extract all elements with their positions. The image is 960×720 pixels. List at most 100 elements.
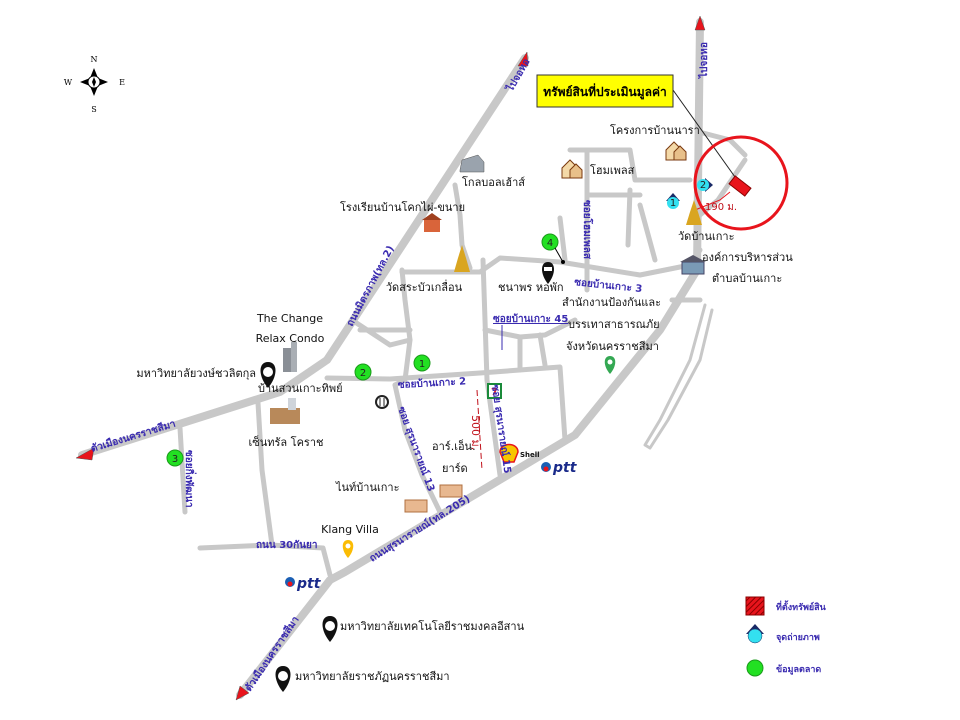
market-marker-number: 1 bbox=[419, 359, 425, 370]
road-label-soi-homeplace: ซอยโฮมเพลส bbox=[581, 200, 594, 260]
label-rn-yard-2: ยาร์ด bbox=[442, 462, 468, 475]
government-building-icon bbox=[680, 255, 706, 275]
temple-icon-srabua bbox=[454, 245, 470, 272]
photo-point-number: 2 bbox=[700, 180, 706, 191]
arrow-left bbox=[75, 447, 95, 461]
mall-building-icon bbox=[270, 398, 300, 424]
ptt-logo-icon-1 bbox=[541, 462, 551, 472]
arrow-bottom bbox=[235, 685, 250, 701]
photo-point-2: 2 bbox=[697, 178, 713, 192]
arrow-top-left bbox=[517, 51, 529, 67]
mittraphap-road bbox=[78, 54, 529, 459]
label-sao-line1: องค์การบริหารส่วน bbox=[702, 251, 793, 264]
market-marker-4: 4 bbox=[541, 233, 559, 251]
market-marker-number: 3 bbox=[172, 454, 178, 465]
road-label-soi-bankoh-45: ซอยบ้านเกาะ 45 bbox=[493, 313, 568, 325]
road-label-soi-bankoh-2: ซอยบ้านเกาะ 2 bbox=[398, 375, 467, 391]
label-sao-line2: ตำบลบ้านเกาะ bbox=[712, 272, 782, 285]
label-rmuti: มหาวิทยาลัยเทคโนโลยีราชมงคลอีสาน bbox=[340, 619, 525, 633]
ptt-label-2: ptt bbox=[296, 576, 322, 592]
label-the-change-1: The Change bbox=[256, 312, 323, 325]
svg-text:7: 7 bbox=[491, 387, 498, 398]
label-central: เซ็นทรัล โคราช bbox=[249, 435, 324, 449]
distance-arrow bbox=[694, 191, 731, 211]
market-marker-number: 4 bbox=[547, 238, 553, 249]
google-maps-pin-icon-disaster bbox=[604, 356, 616, 374]
warehouse-icon bbox=[459, 154, 485, 173]
houses-icon-homeplace bbox=[561, 159, 583, 179]
market-marker-3: 3 bbox=[166, 449, 184, 467]
label-baan-suan: บ้านสวนเกาะทิพย์ bbox=[258, 382, 343, 395]
distance-190: 190 ม. bbox=[705, 202, 737, 213]
road-label-soi-suranarai-13: ซอย สุรนารายณ์ 13 bbox=[395, 405, 437, 493]
callout-leader bbox=[672, 89, 741, 185]
compass-w: W bbox=[64, 78, 73, 87]
shell-label: Shell bbox=[520, 451, 540, 459]
legend-label-property: ที่ตั้งทรัพย์สิน bbox=[776, 600, 827, 613]
road-label-city-left: ตัวเมืองนครราชสีมา bbox=[89, 418, 177, 455]
hotel-pin-icon bbox=[542, 262, 554, 284]
label-global-house: โกลบอลเฮ้าส์ bbox=[462, 175, 525, 189]
market-marker-number: 2 bbox=[360, 368, 366, 379]
condo-building-icon bbox=[283, 342, 297, 372]
houses-icon-nara bbox=[665, 141, 687, 161]
label-home-place: โฮมเพลส bbox=[590, 163, 635, 177]
label-klang-villa: Klang Villa bbox=[321, 523, 379, 536]
road-label-30-kanya: ถนน 30กันยา bbox=[256, 539, 318, 551]
ptt-label-1: ptt bbox=[552, 460, 578, 476]
road-label-to-chokho-left: ไปจอหอ bbox=[503, 56, 533, 94]
arrow-top-right bbox=[694, 15, 706, 31]
label-nrru: มหาวิทยาลัยราชภัฏนครราชสีมา bbox=[295, 670, 450, 683]
google-maps-pin-icon-klang bbox=[342, 540, 354, 558]
distance-500: 500 ม. bbox=[469, 415, 482, 450]
legend-property-icon bbox=[745, 596, 765, 616]
legend-market-icon bbox=[746, 659, 764, 677]
market-icon-night-bankoh bbox=[404, 499, 428, 513]
property-marker bbox=[728, 175, 752, 197]
label-wat-srabua: วัดสระบัวเกลื่อน bbox=[386, 279, 463, 294]
legend: ที่ตั้งทรัพย์สิน จุดถ่ายภาพ ข้อมูลตลาด bbox=[745, 596, 827, 677]
road-label-city-bottom: ตัวเมืองนครราชสีมา bbox=[243, 614, 302, 694]
market-icon-rn-yard bbox=[439, 484, 463, 498]
compass-n: N bbox=[91, 55, 98, 64]
label-school: โรงเรียนบ้านโคกไผ่-ขนาย bbox=[340, 200, 465, 214]
compass-s: S bbox=[91, 105, 96, 114]
site-highlight-circle bbox=[693, 135, 789, 231]
label-the-change-2: Relax Condo bbox=[256, 332, 325, 345]
road-label-soi-marker3: ซอยกิ่งพัฒนา bbox=[183, 450, 197, 508]
seven-eleven-icon: 7 bbox=[487, 383, 502, 399]
university-pin-icon-nrru bbox=[275, 666, 291, 692]
label-rn-yard-1: อาร์.เอ็น. bbox=[432, 439, 476, 453]
legend-label-market: ข้อมูลตลาด bbox=[776, 664, 821, 675]
university-pin-icon-vongchavalitkul bbox=[260, 362, 276, 388]
label-vongchavalitkul: มหาวิทยาลัยวงษ์ชวลิตกุล bbox=[136, 367, 256, 380]
university-pin-icon-rmuti bbox=[322, 616, 338, 642]
market-marker-2: 2 bbox=[354, 363, 372, 381]
label-baan-nara: โครงการบ้านนารา bbox=[610, 123, 700, 137]
distance-500-line bbox=[476, 389, 483, 471]
restaurant-icon bbox=[375, 395, 389, 409]
label-disaster-line2: บรรเทาสาธารณภัย bbox=[568, 318, 660, 331]
label-wat-bankoh: วัดบ้านเกาะ bbox=[678, 230, 735, 243]
photo-point-1: 1 bbox=[666, 193, 680, 209]
shell-logo-icon bbox=[499, 443, 519, 463]
road-label-soi-bankoh-3: ซอยบ้านเกาะ 3 bbox=[574, 276, 643, 295]
school-icon bbox=[422, 213, 442, 232]
suranarai-road bbox=[236, 18, 704, 699]
compass-rose: N S E W bbox=[64, 55, 125, 114]
label-chanaporn: ชนาพร หอพัก bbox=[498, 281, 564, 294]
marker-4-leader bbox=[554, 247, 564, 263]
photo-point-number: 1 bbox=[670, 198, 676, 209]
callout-text: ทรัพย์สินที่ประเมินมูลค่า bbox=[543, 83, 667, 100]
legend-photo-point-icon bbox=[746, 624, 764, 644]
label-disaster-line3: จังหวัดนครราชสีมา bbox=[566, 340, 659, 353]
temple-icon-bankoh bbox=[686, 200, 702, 225]
label-disaster-line1: สำนักงานป้องกันและ bbox=[562, 296, 661, 309]
road-label-to-chokho-right: ไปจอหอ bbox=[697, 42, 710, 79]
market-marker-1: 1 bbox=[413, 354, 431, 372]
legend-label-photo: จุดถ่ายภาพ bbox=[776, 632, 820, 643]
ptt-logo-icon-2 bbox=[285, 577, 295, 587]
label-night-bankoh: ไนท์บ้านเกาะ bbox=[335, 481, 400, 494]
compass-e: E bbox=[119, 78, 125, 87]
